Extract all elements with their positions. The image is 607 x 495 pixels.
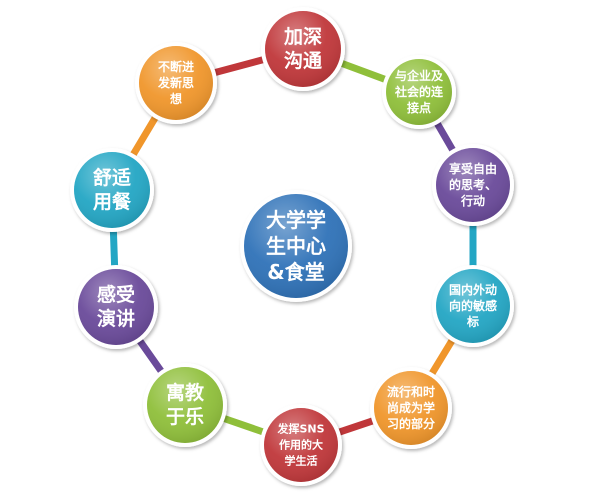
- node-shine: [374, 371, 448, 445]
- node-enterprise-label-line: 与企业及: [395, 68, 444, 83]
- node-dining-label-line: 用餐: [93, 190, 132, 213]
- node-sns-label-line: 发挥SNS: [276, 422, 324, 436]
- node-ideas-label-line: 想: [169, 91, 182, 106]
- node-communicate-label-line: 沟通: [284, 49, 323, 72]
- node-trends-label-line: 向的敏感: [449, 298, 497, 313]
- node-sns-label-line: 学生活: [285, 454, 318, 468]
- node-free-thinking-label-line: 享受自由: [449, 161, 497, 176]
- node-learning-label-line: 流行和时: [387, 384, 435, 399]
- node-shine: [264, 408, 338, 482]
- node-shine: [436, 148, 510, 222]
- node-enterprise-label-line: 接点: [407, 100, 431, 115]
- node-fun-label-line: 寓教: [166, 381, 205, 404]
- node-free-thinking-label-line: 的思考、: [449, 177, 497, 192]
- node-communicate-label-line: 加深: [283, 25, 322, 48]
- node-shine: [265, 11, 341, 87]
- center-label-line: 大学学: [266, 208, 326, 232]
- center-label-line: 生中心: [266, 234, 326, 258]
- node-learning-label-line: 尚成为学: [387, 400, 435, 415]
- node-learning-label-line: 习的部分: [387, 416, 435, 431]
- node-trends-label-line: 标: [466, 314, 479, 329]
- node-fun-label-line: 于乐: [166, 406, 204, 428]
- center-label-line: &食堂: [267, 260, 324, 284]
- center-shine: [244, 194, 348, 298]
- node-trends-label-line: 国内外动: [449, 282, 497, 297]
- node-lecture-label-line: 演讲: [97, 307, 135, 330]
- node-free-thinking-label-line: 行动: [460, 193, 485, 208]
- node-ideas-label-line: 发新思: [157, 75, 194, 90]
- node-sns-label-line: 作用的大: [279, 438, 323, 452]
- node-shine: [436, 269, 510, 343]
- node-shine: [74, 152, 150, 228]
- node-lecture-label-line: 感受: [97, 283, 135, 306]
- node-enterprise-label-line: 社会的连: [394, 84, 444, 99]
- node-ideas-label-line: 不断进: [158, 59, 194, 74]
- node-dining-label-line: 舒适: [93, 166, 131, 189]
- node-shine: [139, 46, 213, 120]
- node-shine: [147, 367, 223, 443]
- ring-nodes: 加深沟通与企业及社会的连接点享受自由的思考、行动国内外动向的敏感标流行和时尚成为…: [70, 7, 514, 486]
- node-shine: [78, 269, 154, 345]
- node-shine: [386, 59, 452, 125]
